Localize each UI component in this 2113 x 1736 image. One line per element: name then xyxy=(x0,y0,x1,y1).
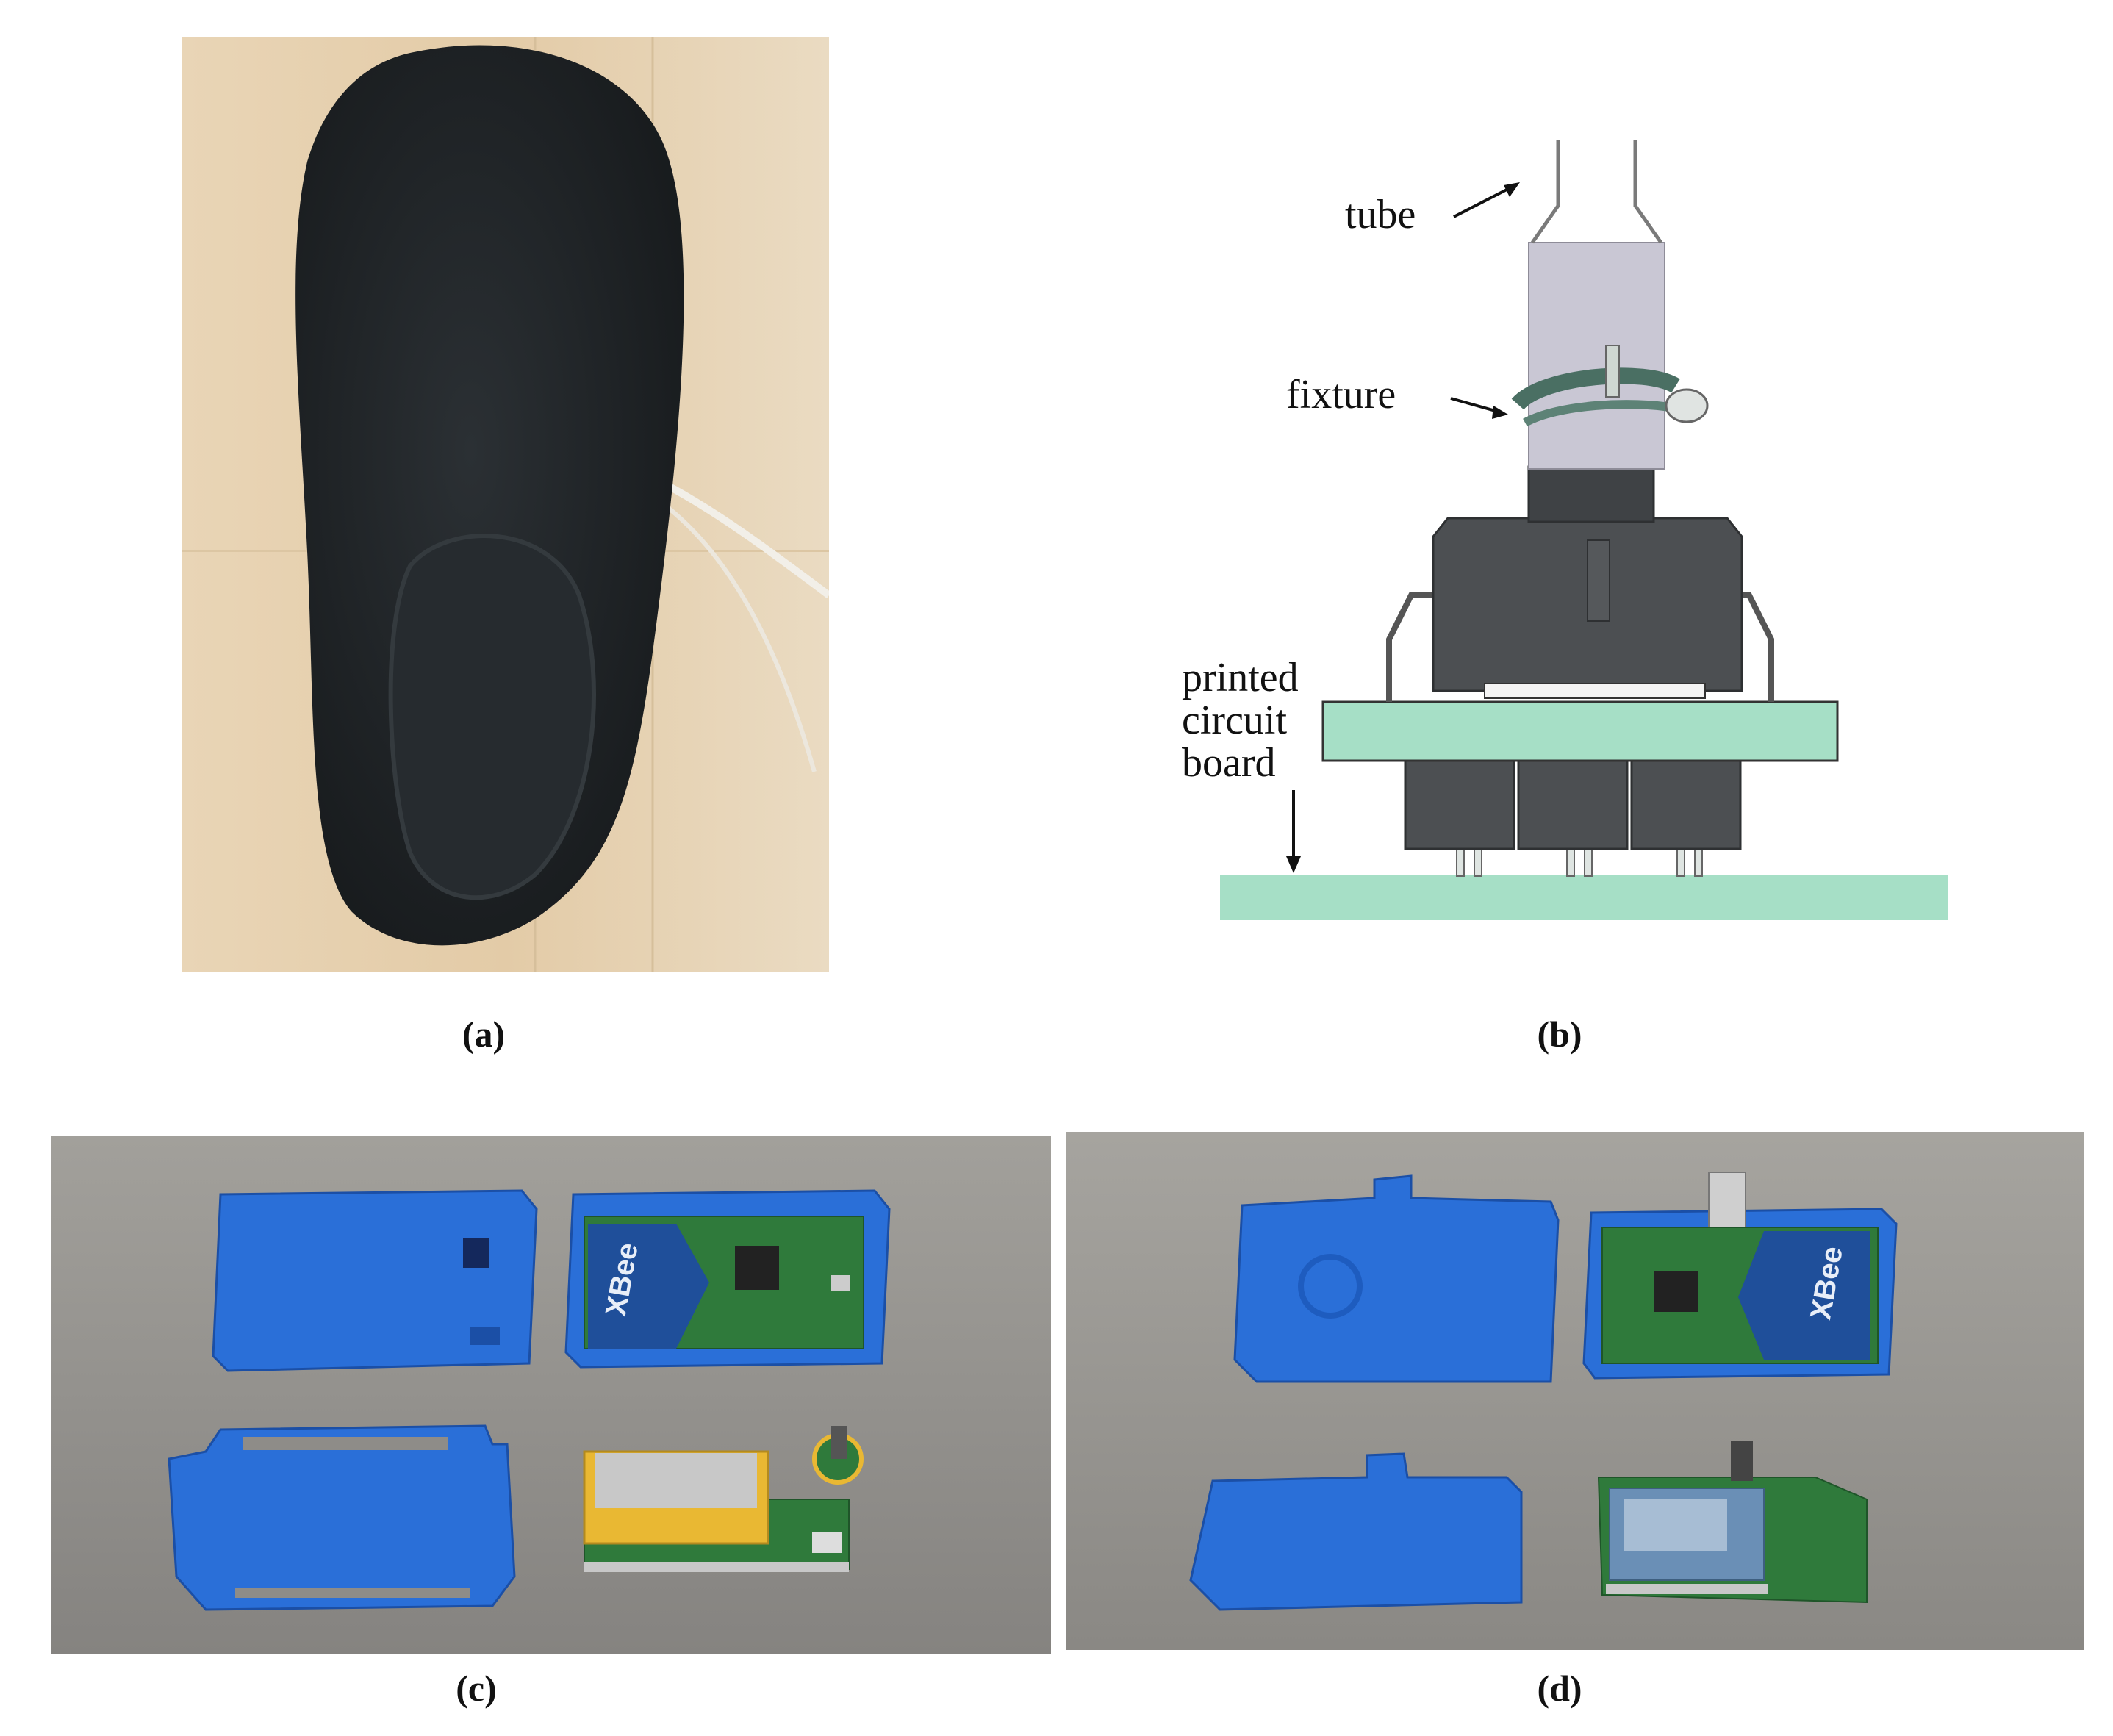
heel-cup xyxy=(388,534,596,900)
case-lid-c xyxy=(212,1189,538,1372)
label-fixture: fixture xyxy=(1286,372,1396,417)
panel-a-photo xyxy=(182,37,829,972)
case-base-c xyxy=(168,1424,516,1611)
module-photo-d: XBee xyxy=(1066,1132,2084,1650)
sensor-port xyxy=(1587,539,1610,622)
panel-c-photo: XBee xyxy=(51,1136,1051,1654)
air-tube xyxy=(650,474,829,599)
caption-c: (c) xyxy=(456,1668,497,1709)
sensor-diagram: tube fixture printed circuit board xyxy=(1182,140,1948,920)
tube-outline-left xyxy=(1530,140,1560,244)
lower-blocks xyxy=(1404,756,1742,850)
bluetooth-board-d xyxy=(1597,1441,1868,1604)
sensor-nozzle xyxy=(1527,465,1655,523)
case-lid-d xyxy=(1233,1174,1560,1383)
battery-board-c xyxy=(583,1426,864,1572)
case-with-xbee-d: XBee xyxy=(1582,1172,1898,1380)
module-photo-c: XBee xyxy=(51,1136,1051,1654)
base-board xyxy=(1220,875,1948,920)
lead-left xyxy=(1386,592,1448,702)
label-pcb-2: circuit xyxy=(1182,697,1287,743)
insole-photo xyxy=(182,37,829,972)
label-pcb-3: board xyxy=(1182,740,1276,786)
printed-circuit-board xyxy=(1321,700,1839,762)
panel-b-drawing: tube fixture printed circuit board xyxy=(1147,110,1999,933)
fixture-clamp xyxy=(1511,345,1709,427)
tube-sleeve xyxy=(1528,242,1665,470)
caption-d: (d) xyxy=(1537,1668,1582,1709)
label-tube: tube xyxy=(1345,192,1416,237)
label-pcb-1: printed xyxy=(1182,655,1299,700)
tube-outline-right xyxy=(1633,140,1663,244)
case-base-d xyxy=(1189,1452,1523,1611)
panel-d-photo: XBee xyxy=(1066,1132,2084,1650)
caption-b: (b) xyxy=(1537,1014,1582,1055)
caption-a: (a) xyxy=(462,1014,506,1055)
case-with-xbee-c: XBee xyxy=(564,1189,891,1369)
